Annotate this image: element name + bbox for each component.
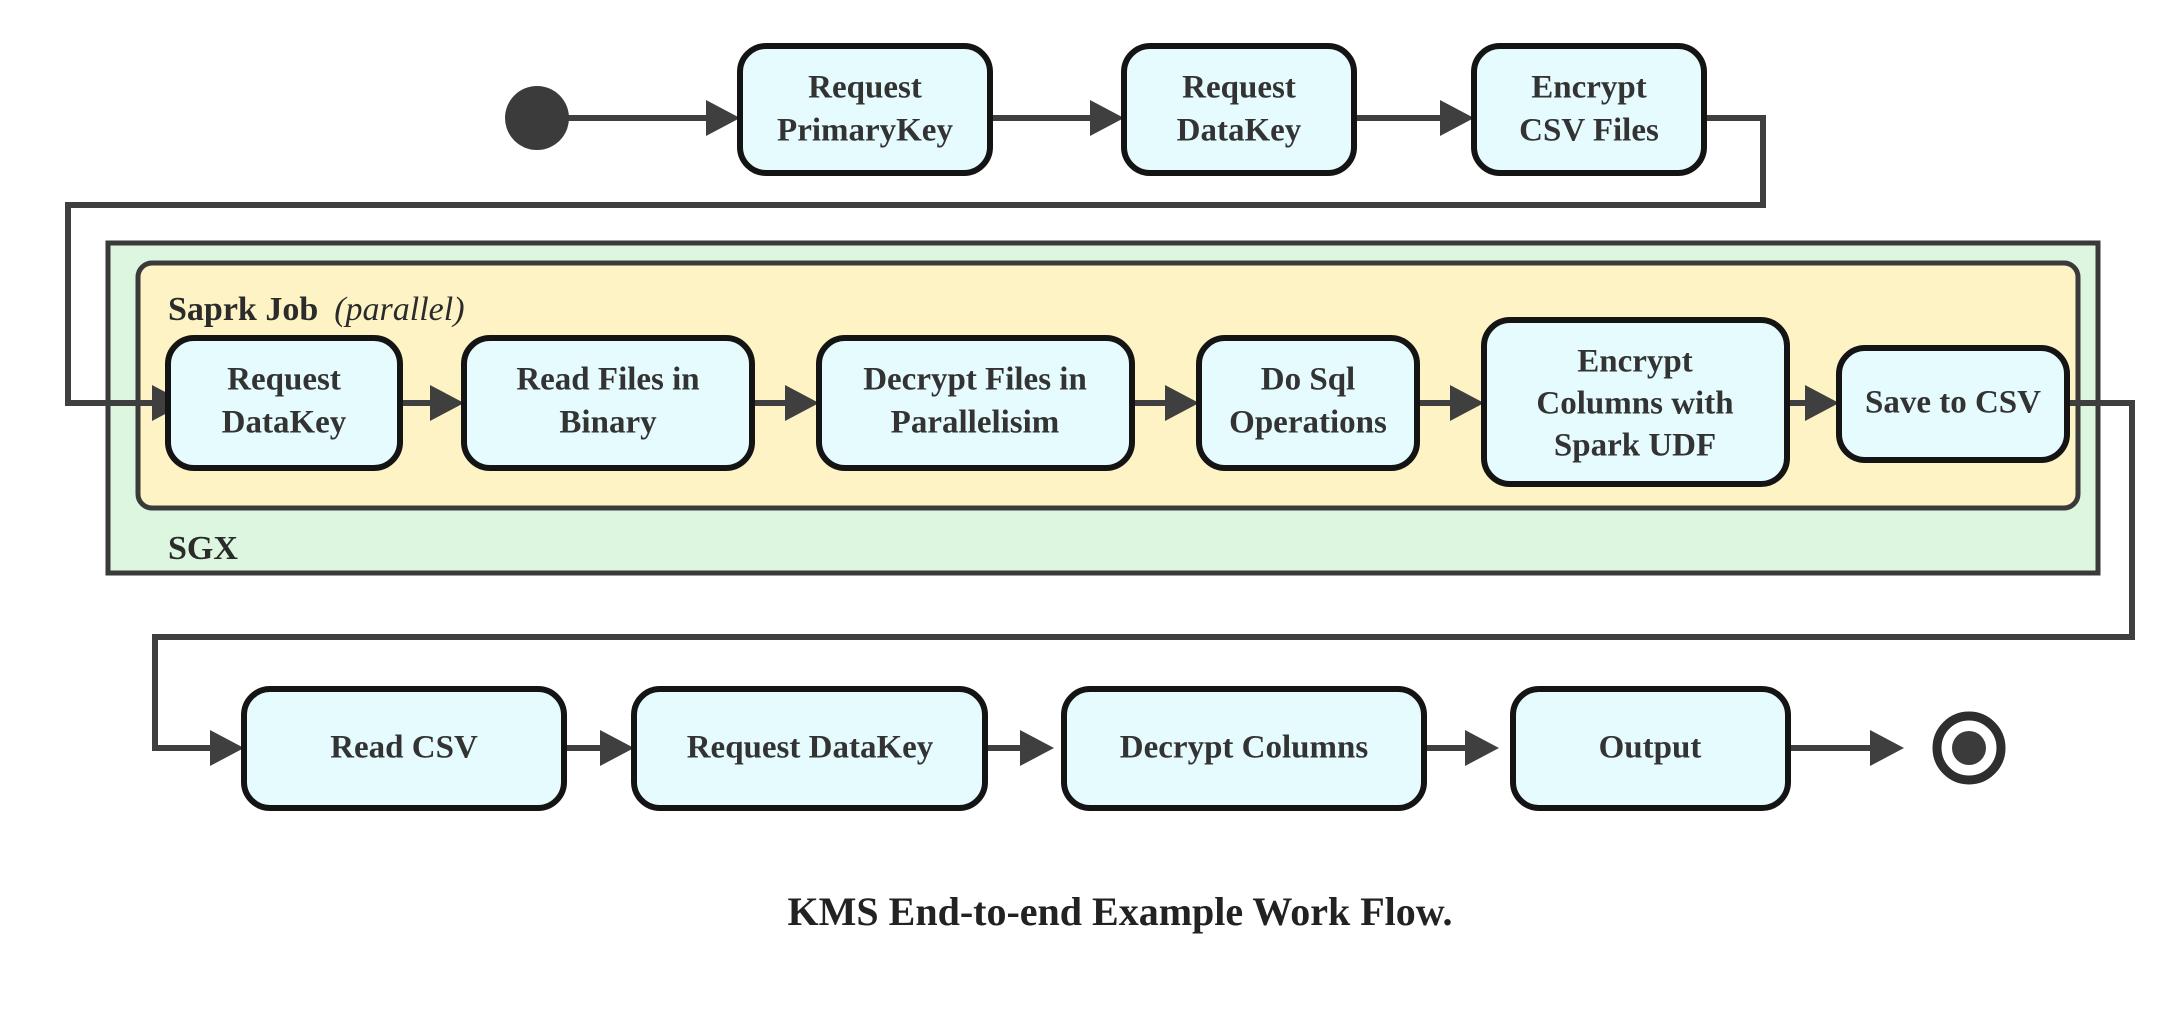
node-save-to-csv-box[interactable] — [1836, 345, 2070, 463]
arrowhead-spark-datakey-to-read-files — [430, 385, 464, 421]
end-node-core — [1952, 731, 1986, 765]
node-decrypt-columns-line1: Decrypt Columns — [1120, 730, 1369, 766]
node-request-datakey-spark-line1: Request — [227, 362, 341, 398]
arrowhead-output-to-end — [1870, 730, 1904, 766]
node-read-csv-line1: Read CSV — [330, 730, 478, 766]
node-request-primarykey-box[interactable] — [737, 43, 993, 176]
node-request-datakey-spark-box[interactable] — [165, 335, 403, 471]
node-encrypt-columns-spark-udf[interactable]: Encrypt Columns with Spark UDF — [1481, 317, 1790, 487]
node-read-files-binary-line2: Binary — [559, 405, 657, 441]
node-decrypt-files-parallelisim-box[interactable] — [816, 335, 1135, 471]
node-request-primarykey[interactable]: Request PrimaryKey — [737, 43, 993, 176]
arrowhead-decrypt-files-to-do-sql — [1165, 385, 1199, 421]
arrowhead-read-files-to-decrypt-files — [785, 385, 819, 421]
arrowhead-decrypt-columns-to-output — [1465, 730, 1499, 766]
node-decrypt-files-parallelisim-line2: Parallelisim — [891, 405, 1060, 441]
node-request-datakey-bottom[interactable]: Request DataKey — [631, 686, 988, 811]
node-decrypt-files-parallelisim[interactable]: Decrypt Files in Parallelisim — [816, 335, 1135, 471]
node-do-sql-operations-line2: Operations — [1229, 405, 1387, 441]
node-request-datakey-bottom-box[interactable] — [631, 686, 988, 811]
node-save-to-csv-line1: Save to CSV — [1865, 385, 2041, 421]
node-save-to-csv[interactable]: Save to CSV — [1836, 345, 2070, 463]
node-decrypt-columns[interactable]: Decrypt Columns — [1061, 686, 1427, 811]
node-read-files-binary-box[interactable] — [461, 335, 755, 471]
node-read-files-binary[interactable]: Read Files in Binary — [461, 335, 755, 471]
arrowhead-primarykey-to-datakey — [1090, 100, 1124, 136]
node-read-csv[interactable]: Read CSV — [241, 686, 567, 811]
spark-label-bold: Saprk Job — [168, 291, 318, 328]
arrowhead-encrypt-columns-to-save-csv — [1805, 385, 1839, 421]
node-request-datakey-bottom-line1: Request DataKey — [687, 730, 934, 766]
node-request-primarykey-line2: PrimaryKey — [777, 113, 953, 149]
node-request-datakey-spark-line2: DataKey — [222, 405, 347, 441]
node-read-csv-box[interactable] — [241, 686, 567, 811]
node-read-files-binary-line1: Read Files in — [516, 362, 699, 398]
node-request-datakey-top-box[interactable] — [1121, 43, 1357, 176]
arrowhead-request-datakey-to-decrypt-columns — [1020, 730, 1054, 766]
node-encrypt-columns-spark-udf-line3: Spark UDF — [1554, 428, 1716, 464]
node-encrypt-csv-files-line1: Encrypt — [1531, 70, 1647, 106]
arrowhead-do-sql-to-encrypt-columns — [1450, 385, 1484, 421]
arrowhead-read-csv-to-request-datakey — [600, 730, 634, 766]
node-decrypt-columns-box[interactable] — [1061, 686, 1427, 811]
node-do-sql-operations-box[interactable] — [1196, 335, 1420, 471]
container-spark-label: Saprk Job (parallel) — [168, 291, 465, 328]
node-output-box[interactable] — [1510, 686, 1791, 811]
node-output-line1: Output — [1599, 730, 1702, 766]
spark-label-italic: (parallel) — [334, 291, 464, 328]
node-encrypt-columns-spark-udf-box[interactable] — [1481, 317, 1790, 487]
node-request-datakey-top-line2: DataKey — [1177, 113, 1302, 149]
node-encrypt-columns-spark-udf-line1: Encrypt — [1577, 344, 1693, 380]
container-sgx-label: SGX — [168, 530, 238, 567]
node-output[interactable]: Output — [1510, 686, 1791, 811]
diagram-caption: KMS End-to-end Example Work Flow. — [788, 889, 1453, 934]
node-do-sql-operations-line1: Do Sql — [1261, 362, 1355, 398]
node-decrypt-files-parallelisim-line1: Decrypt Files in — [863, 362, 1087, 398]
edge-encrypt-csv-to-spark-datakey — [65, 115, 1766, 406]
node-request-datakey-spark[interactable]: Request DataKey — [165, 335, 403, 471]
node-do-sql-operations[interactable]: Do Sql Operations — [1196, 335, 1420, 471]
node-encrypt-columns-spark-udf-line2: Columns with — [1536, 386, 1733, 422]
node-request-datakey-top[interactable]: Request DataKey — [1121, 43, 1357, 176]
node-encrypt-csv-files-box[interactable] — [1471, 43, 1707, 176]
arrowhead-save-csv-to-read-csv — [210, 730, 244, 766]
arrowhead-start-to-request-primarykey — [706, 100, 740, 136]
start-node — [505, 86, 569, 150]
node-encrypt-csv-files-line2: CSV Files — [1519, 113, 1659, 149]
node-request-datakey-top-line1: Request — [1182, 70, 1296, 106]
node-request-primarykey-line1: Request — [808, 70, 922, 106]
node-encrypt-csv-files[interactable]: Encrypt CSV Files — [1471, 43, 1707, 176]
edge-save-csv-to-read-csv — [152, 400, 2135, 751]
arrowhead-datakey-to-encrypt-csv — [1440, 100, 1474, 136]
